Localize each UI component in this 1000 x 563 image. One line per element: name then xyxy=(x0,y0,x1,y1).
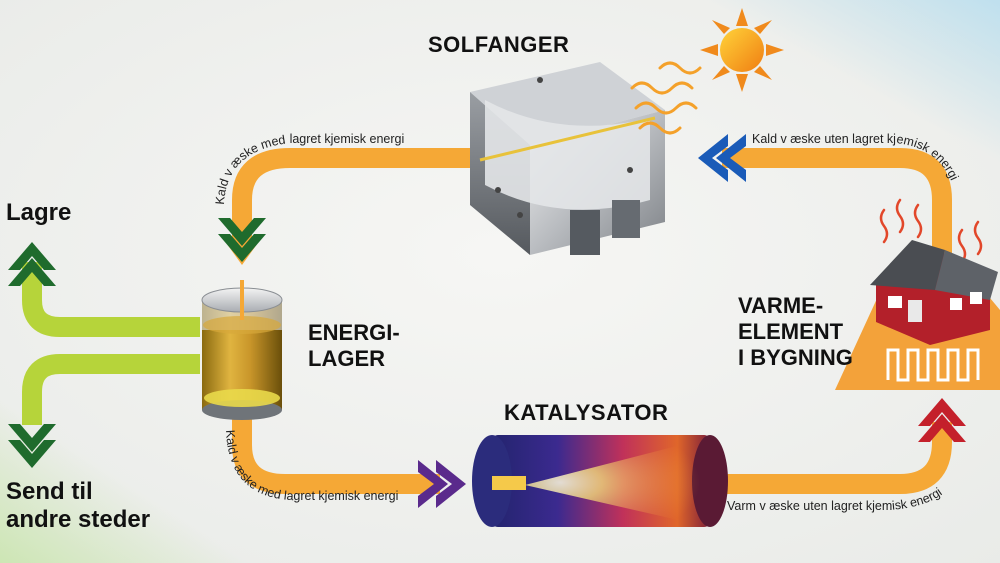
heat-waves-icon xyxy=(630,61,702,135)
send-label-line2: andre steder xyxy=(6,506,151,533)
heater-title-line2: ELEMENT xyxy=(738,319,844,344)
energy-storage-title-line2: LAGER xyxy=(308,346,385,371)
store-arrow-icon xyxy=(8,242,56,286)
sun-icon xyxy=(700,8,784,92)
purple-right-arrow-icon xyxy=(418,460,466,508)
house-icon xyxy=(870,240,998,345)
catalyst-title: KATALYSATOR xyxy=(504,400,669,425)
blue-left-arrow-icon xyxy=(698,134,746,182)
store-label: Lagre xyxy=(6,199,72,226)
send-arrow-icon xyxy=(8,424,56,468)
solar-collector-title: SOLFANGER xyxy=(428,32,570,57)
heater-title-line3: I BYGNING xyxy=(738,345,853,370)
energy-storage-title-line1: ENERGI- xyxy=(308,320,400,345)
energy-storage-title: ENERGI- LAGER xyxy=(308,320,400,372)
catalyst-tank-icon xyxy=(472,435,728,527)
storage-tank-icon xyxy=(201,280,283,420)
heat-rise-icon xyxy=(879,198,983,264)
send-label: Send til andre steder xyxy=(6,478,150,534)
send-label-line1: Send til xyxy=(6,478,93,505)
fluid-loop xyxy=(224,148,952,494)
branch-lines xyxy=(22,262,200,425)
green-down-arrow-icon xyxy=(218,218,266,262)
red-up-arrow-icon xyxy=(918,398,966,442)
heater-title: VARME- ELEMENT I BYGNING xyxy=(738,293,853,371)
heater-title-line1: VARME- xyxy=(738,293,824,318)
solar-collector-icon xyxy=(470,62,665,255)
